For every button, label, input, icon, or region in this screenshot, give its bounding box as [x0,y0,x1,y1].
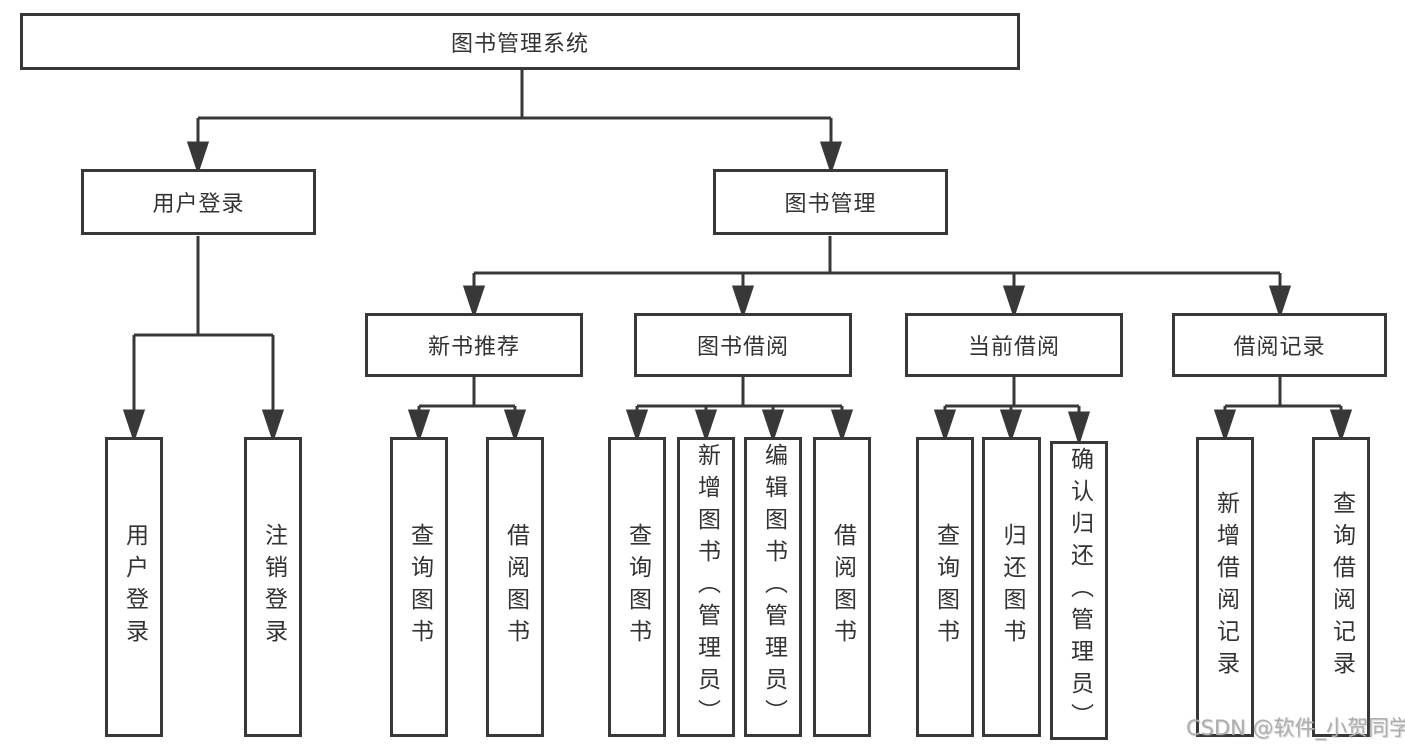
node-leaf-query-borrow-record: 查询借阅记录 [1312,437,1370,737]
arrowhead-icon [1268,285,1292,319]
arrowhead-icon [830,409,854,443]
arrowhead-icon [694,409,718,443]
arrowhead-icon [1002,285,1026,319]
arrowhead-icon [407,409,431,443]
node-book-management-module: 图书管理 [713,169,948,235]
arrowhead-icon [122,409,146,443]
connector-book-borrowing-children [625,377,854,443]
node-leaf-borrow-books-borrowing: 借阅图书 [813,437,871,737]
node-new-book-recommendation: 新书推荐 [365,313,583,377]
arrowhead-icon [625,409,649,443]
node-leaf-borrow-books-recommend: 借阅图书 [486,437,544,737]
node-leaf-add-borrow-record: 新增借阅记录 [1196,437,1254,737]
node-leaf-query-books-recommend: 查询图书 [390,437,448,737]
connector-current-borrowing-children [933,377,1091,446]
node-leaf-return-books: 归还图书 [982,437,1041,737]
arrowhead-icon [761,409,785,443]
arrowhead-icon [933,409,957,443]
node-current-borrowing: 当前借阅 [905,313,1123,377]
node-leaf-edit-books-admin: 编辑图书（管理员） [744,437,802,737]
watermark-text: CSDN @软件_小贺同学 [1186,716,1405,740]
connector-book-management-children [462,236,1292,319]
node-library-management-system: 图书管理系统 [20,13,1020,70]
arrowhead-icon [462,285,486,319]
node-leaf-logout: 注销登录 [244,437,302,737]
arrowhead-icon [1067,411,1091,446]
node-book-borrowing: 图书借阅 [634,313,852,377]
arrowhead-icon [731,285,755,319]
node-leaf-confirm-return-admin: 确认归还（管理员） [1050,441,1108,740]
node-borrow-records: 借阅记录 [1172,313,1387,377]
arrowhead-icon [819,141,843,175]
connector-root-to-level2 [186,69,843,175]
node-leaf-user-login: 用户登录 [105,437,163,737]
arrowhead-icon [261,409,285,443]
arrowhead-icon [1213,409,1237,443]
connector-user-login-children [122,236,285,443]
node-leaf-add-books-admin: 新增图书（管理员） [677,437,735,737]
node-user-login-module: 用户登录 [81,169,316,235]
arrowhead-icon [503,409,527,443]
arrowhead-icon [999,409,1023,443]
node-leaf-query-books-current: 查询图书 [916,437,974,737]
connector-new-book-children [407,377,527,443]
arrowhead-icon [1329,409,1353,443]
connector-borrow-records-children [1213,377,1353,443]
node-leaf-query-books-borrowing: 查询图书 [608,437,666,737]
arrowhead-icon [186,141,210,175]
